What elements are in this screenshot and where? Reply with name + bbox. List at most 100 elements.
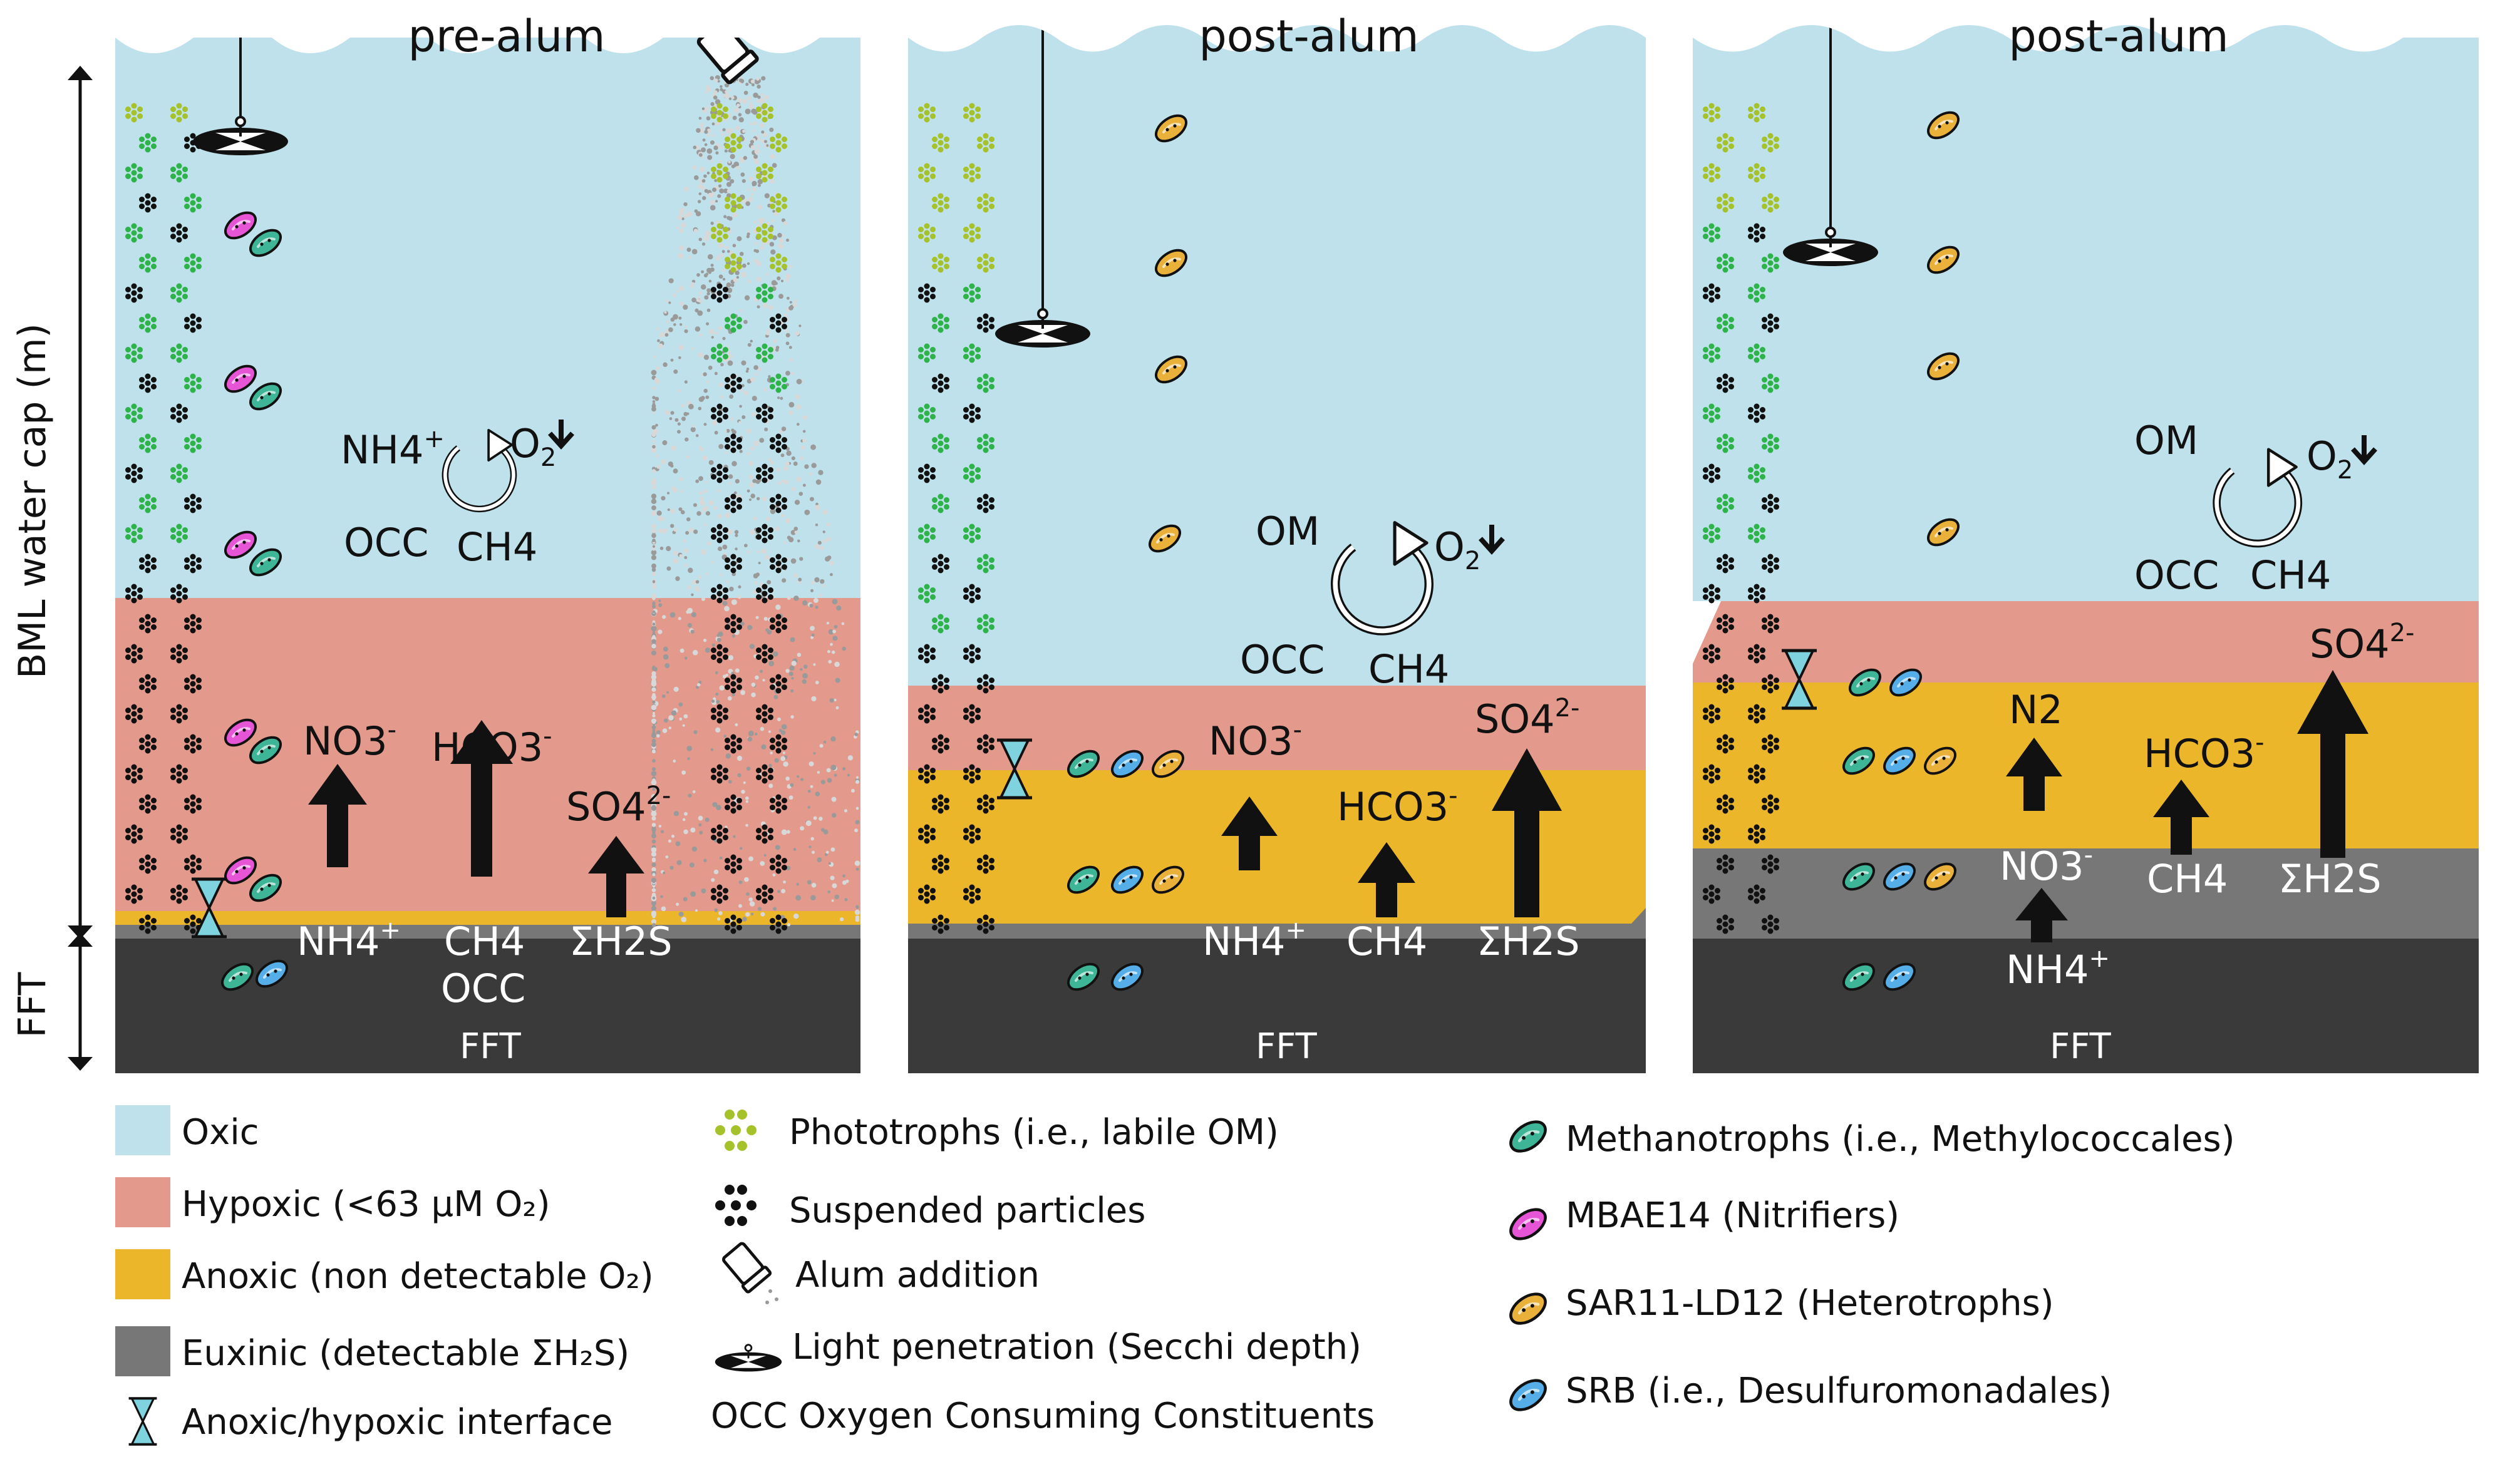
anoxic-zone — [115, 911, 860, 925]
legend-label: Methanotrophs (i.e., Methylococcales) — [1566, 1119, 2235, 1160]
legend-label: Euxinic (detectable ΣH₂S) — [182, 1333, 629, 1374]
particle-dot — [736, 103, 740, 107]
particle-dot — [664, 311, 667, 314]
particle-dot — [651, 888, 656, 892]
particle-dot — [752, 187, 757, 192]
particle-dot — [651, 404, 656, 408]
particle-dot — [673, 686, 679, 692]
particle-dot — [698, 237, 702, 242]
om-label: OM — [2134, 418, 2198, 463]
particle-dot — [679, 210, 684, 215]
particle-dot — [705, 380, 709, 383]
particle-dot — [735, 723, 738, 726]
particle-dot — [702, 138, 706, 142]
particle-dot — [746, 892, 750, 896]
particle-dot — [686, 585, 691, 590]
particle-dot — [655, 454, 659, 458]
particle-dot — [651, 604, 656, 609]
particle-dot — [670, 508, 676, 514]
particle-dot — [673, 760, 676, 763]
particle-dot — [651, 493, 657, 499]
particle-dot — [698, 815, 703, 821]
arrow-up — [1221, 796, 1278, 870]
particle-dot — [777, 481, 782, 485]
particle-dot — [832, 636, 838, 641]
particle-dot — [725, 512, 731, 518]
particle-dot — [652, 773, 656, 776]
particle-dot — [716, 637, 721, 642]
particle-dot — [794, 530, 798, 534]
alum-cloud — [651, 73, 860, 927]
particle-dot — [684, 329, 688, 334]
particle-dot — [781, 479, 786, 483]
particle-dot — [794, 500, 800, 505]
particle-dot — [799, 667, 803, 671]
particle-dot — [695, 211, 701, 217]
particle-dot — [790, 530, 796, 535]
particle-dot — [661, 459, 666, 465]
particle-dot — [713, 869, 719, 875]
particle-dot — [690, 891, 696, 897]
particle-dot — [666, 691, 669, 694]
particle-dot — [651, 478, 656, 483]
particle-dot — [855, 867, 859, 871]
particle-dot — [716, 700, 720, 704]
particle-dot — [669, 865, 674, 870]
fft-zone — [908, 939, 1646, 1073]
particle-dot — [719, 573, 723, 576]
particle-dot — [668, 327, 673, 332]
particle-dot — [753, 121, 757, 126]
particle-dot — [652, 880, 656, 884]
arrow-up — [1492, 748, 1562, 917]
particle-dot — [691, 282, 695, 286]
particle-dot — [651, 816, 656, 821]
particle-dot — [658, 629, 663, 634]
particle-dot — [750, 493, 755, 498]
particle-dot — [753, 220, 757, 224]
particle-dot — [756, 100, 760, 103]
o2-label: O2 — [1434, 524, 1480, 575]
legend-swatch-euxinic — [115, 1326, 170, 1376]
particle-dot — [661, 694, 666, 698]
particle-dot — [683, 411, 688, 416]
particle-dot — [663, 871, 666, 875]
particle-dot — [777, 396, 780, 399]
particle-dot — [744, 295, 750, 301]
particle-dot — [652, 782, 656, 786]
particle-dot — [651, 826, 656, 831]
occ-label: OCC — [2134, 552, 2219, 598]
particle-dot — [722, 600, 728, 606]
particle-dot — [651, 767, 656, 771]
particle-dot — [855, 806, 859, 810]
particle-dot — [826, 522, 831, 527]
particle-dot — [656, 730, 661, 735]
particle-dot — [778, 294, 784, 299]
particle-dot — [726, 182, 732, 187]
particle-dot — [757, 183, 761, 187]
particle-dot — [735, 668, 740, 673]
particle-dot — [652, 711, 656, 715]
particle-dot — [715, 671, 718, 674]
particle-dot — [721, 269, 725, 272]
particle-dot — [665, 855, 669, 858]
particle-dot — [652, 678, 656, 682]
particle-dot — [783, 880, 786, 884]
particle-dot — [771, 219, 775, 222]
particle-dot — [681, 416, 686, 421]
particle-dot — [739, 309, 743, 312]
particle-dot — [701, 549, 706, 555]
particle-dot — [808, 761, 814, 766]
particle-dot — [785, 461, 790, 466]
particle-dot — [809, 604, 814, 608]
no3-label: NO3- — [1209, 716, 1302, 764]
particle-dot — [790, 558, 797, 564]
particle-dot — [651, 528, 656, 533]
particle-dot — [790, 783, 794, 787]
particle-dot — [658, 528, 663, 533]
particle-dot — [698, 291, 703, 295]
particle-dot — [745, 912, 750, 917]
particle-dot — [678, 702, 683, 707]
particle-dot — [717, 194, 721, 198]
legend-swatch-oxic — [115, 1105, 170, 1155]
particle-dot — [789, 358, 793, 362]
